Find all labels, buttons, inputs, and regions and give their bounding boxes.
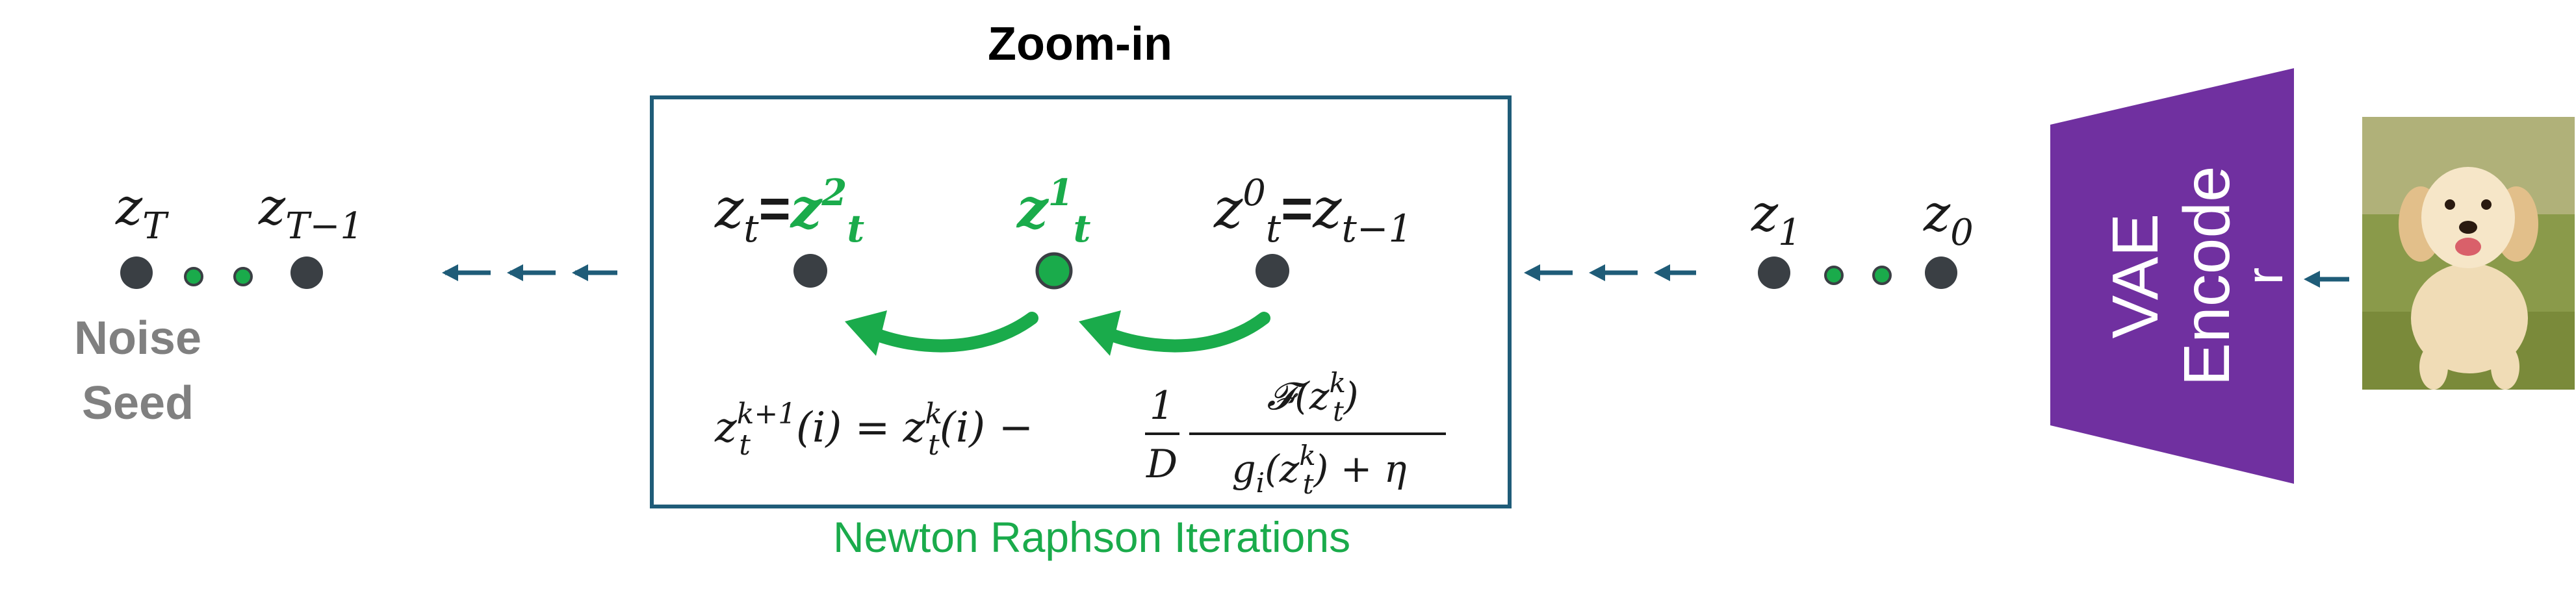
newton-caption: Newton Raphson Iterations bbox=[833, 513, 1350, 561]
zoom-title: Zoom-in bbox=[988, 18, 1172, 70]
puppy-body bbox=[2411, 263, 2528, 373]
green-arrow-1 bbox=[861, 312, 1038, 353]
green-arrow-2 bbox=[1095, 312, 1270, 353]
node-zt bbox=[793, 254, 827, 288]
encoder-label-r: r bbox=[2235, 268, 2293, 285]
arrow-right bbox=[1524, 264, 1696, 281]
label-zT: zT bbox=[115, 178, 169, 247]
node-z0 bbox=[1256, 254, 1289, 288]
frac1-num: 1 bbox=[1150, 383, 1174, 429]
label-z1: z1 bbox=[1751, 184, 1801, 254]
label-z0: z0 bbox=[1923, 184, 1974, 254]
node-dot bbox=[233, 267, 253, 286]
puppy-eye bbox=[2481, 199, 2492, 210]
node-zT bbox=[120, 256, 153, 289]
arrow-image-to-encoder bbox=[2304, 271, 2349, 288]
zoom-box bbox=[650, 95, 1512, 508]
node-dot bbox=[1824, 266, 1844, 285]
node-zT-minus-1 bbox=[290, 256, 323, 289]
puppy-nose bbox=[2459, 221, 2477, 234]
puppy-tongue bbox=[2455, 238, 2481, 256]
node-z0 bbox=[1925, 256, 1957, 289]
label-zT-minus-1: zT−1 bbox=[258, 178, 363, 247]
node-z1 bbox=[1035, 252, 1073, 290]
node-dot bbox=[184, 267, 203, 286]
node-z1 bbox=[1758, 256, 1790, 289]
puppy-eye bbox=[2445, 199, 2455, 210]
node-dot bbox=[1872, 266, 1892, 285]
noise-label: Noise bbox=[74, 312, 201, 364]
noise-chain: zT zT−1 Noise Seed bbox=[74, 178, 363, 429]
encoder-shape bbox=[2050, 68, 2294, 484]
seed-label: Seed bbox=[82, 377, 194, 429]
puppy-head bbox=[2421, 167, 2515, 268]
vae-encoder: VAE Encode r bbox=[2050, 68, 2294, 484]
data-chain: z1 z0 bbox=[1751, 184, 1974, 289]
label-zt-eq-z2: zt=z2t bbox=[714, 171, 864, 251]
encoder-label-vae: VAE bbox=[2099, 214, 2172, 339]
green-arrowhead-1 bbox=[845, 310, 887, 356]
puppy-image bbox=[2362, 117, 2575, 390]
arrow-left bbox=[442, 264, 617, 281]
label-z1: z1t bbox=[1016, 171, 1091, 251]
green-arrowhead-2 bbox=[1079, 310, 1121, 356]
encoder-label-encode: Encode bbox=[2170, 166, 2243, 386]
frac1-den: D bbox=[1146, 442, 1178, 487]
iteration-row: zt=z2t z1t z0t=zt−1 bbox=[714, 171, 1412, 356]
label-z0-eq-zt-minus-1: z0t=zt−1 bbox=[1213, 172, 1412, 251]
